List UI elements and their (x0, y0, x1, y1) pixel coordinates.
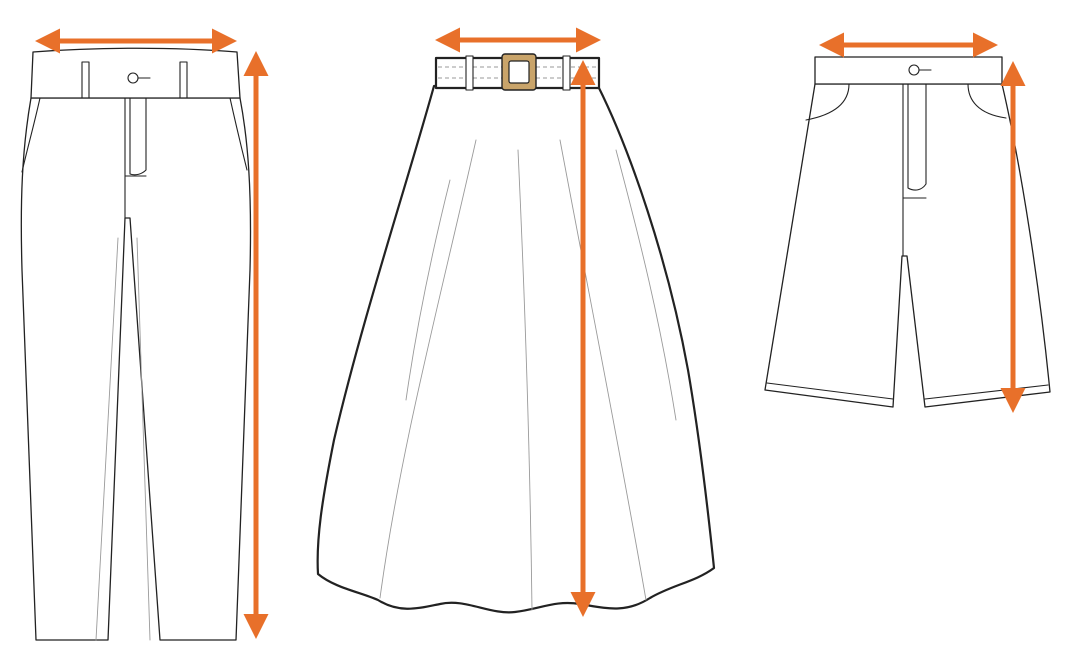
buckle-inner (508, 60, 530, 84)
trousers-illustration (20, 47, 252, 641)
measurement-arrows (35, 27, 1026, 639)
skirt-illustration (316, 53, 716, 614)
shorts-illustration (764, 56, 1051, 408)
